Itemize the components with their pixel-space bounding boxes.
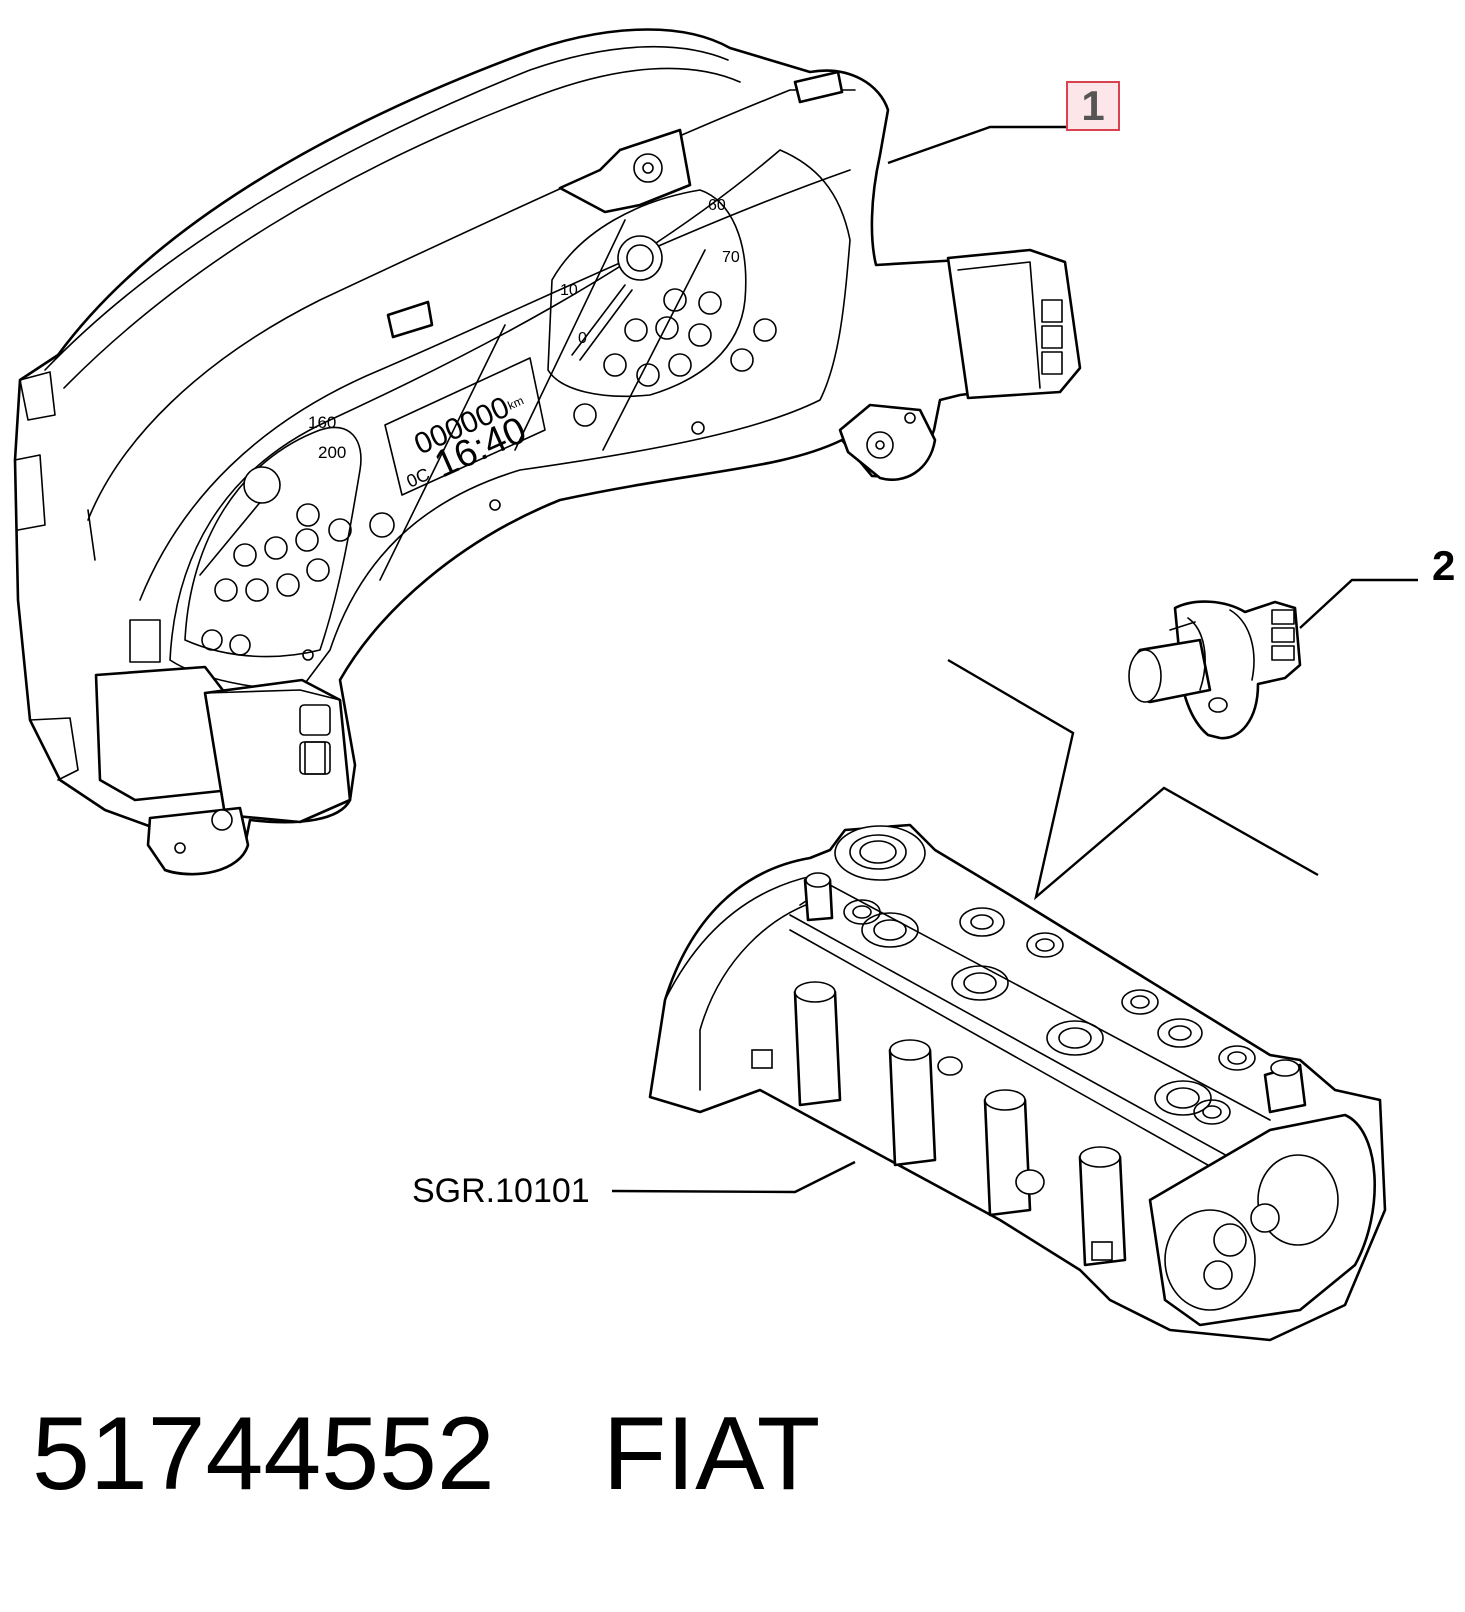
left-gauge-lamps [201, 503, 395, 656]
cylinder-head [648, 823, 1387, 1342]
assembly-arrow [947, 658, 1319, 901]
leader-line-2 [1299, 578, 1418, 629]
brand-name: FIAT [602, 1396, 821, 1512]
cylinder-head-holes [843, 899, 1256, 1125]
right-gauge-tick-10: 10 [560, 282, 578, 299]
part-number: 51744552 [32, 1396, 495, 1512]
leader-line-1 [887, 125, 1066, 165]
reference-label-sgr: SGR.10101 [412, 1172, 590, 1210]
left-gauge-tick-160: 160 [308, 413, 336, 432]
callout-item-2: 2 [1432, 542, 1456, 589]
leader-line-sgr [611, 1160, 856, 1194]
footer-caption: 51744552 FIAT [32, 1395, 820, 1514]
lcd-odometer-unit: km [506, 393, 526, 412]
right-gauge-tick-60: 60 [708, 197, 726, 214]
right-gauge-tick-0: 0 [578, 330, 587, 347]
right-gauge-lamps [573, 288, 777, 435]
instrument-cluster: 160 200 000000 km 0C 16:40 0 10 60 70 [13, 28, 1082, 876]
cylinder-head-bosses [793, 981, 1307, 1267]
left-gauge-tick-200: 200 [318, 443, 346, 462]
right-gauge-tick-70: 70 [722, 249, 740, 266]
speed-sensor [1128, 600, 1302, 740]
callout-item-1: 1 [1066, 81, 1120, 131]
